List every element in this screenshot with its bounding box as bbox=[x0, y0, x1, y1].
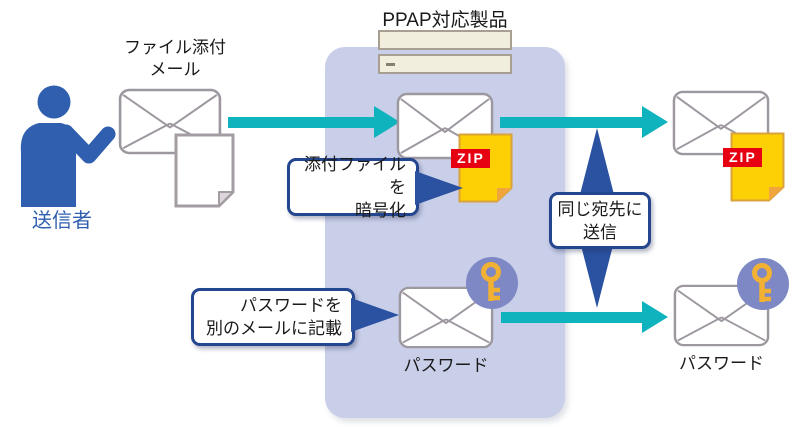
callout-password: パスワードを 別のメールに記載 bbox=[191, 288, 355, 346]
key-badge-icon bbox=[465, 256, 519, 310]
server-slab-top bbox=[378, 30, 512, 50]
attachment-document-icon bbox=[174, 133, 235, 208]
arrow-head bbox=[642, 106, 668, 138]
server-appliance-icon bbox=[378, 30, 512, 74]
server-slab-bottom bbox=[378, 54, 512, 74]
arrow-head bbox=[642, 301, 668, 333]
attachment-mail-label-line2: メール bbox=[149, 60, 201, 79]
arrow-head bbox=[374, 106, 400, 138]
attachment-mail-label-line1: ファイル添付 bbox=[124, 38, 226, 57]
zip-file-icon: ZIP bbox=[451, 133, 513, 203]
callout-password-line1: パスワードを bbox=[240, 296, 342, 315]
callout-same-destination-line2: 送信 bbox=[583, 222, 617, 242]
flow-arrow-sender-to-product bbox=[228, 106, 400, 139]
arrow-shaft bbox=[500, 117, 644, 128]
flow-arrow-password-to-recipient bbox=[501, 301, 668, 334]
recipient-key-badge-icon bbox=[736, 257, 790, 311]
diagram-title: PPAP対応製品 bbox=[382, 10, 508, 31]
flow-arrow-zip-to-recipient bbox=[500, 106, 668, 139]
callout-encrypt-pointer-icon bbox=[415, 171, 463, 205]
password-label-product: パスワード bbox=[403, 356, 489, 375]
callout-encrypt: 添付ファイルを 暗号化 bbox=[287, 155, 419, 220]
callout-same-destination-line1: 同じ宛先に bbox=[557, 199, 643, 219]
callout-password-line2: 別のメールに記載 bbox=[206, 319, 342, 338]
callout-password-pointer-icon bbox=[351, 298, 399, 332]
server-led-dash bbox=[386, 63, 395, 66]
recipient-zip-file-icon: ZIP bbox=[723, 132, 785, 202]
password-envelope-icon bbox=[398, 286, 494, 349]
sender-label: 送信者 bbox=[32, 210, 92, 232]
callout-same-destination: 同じ宛先に 送信 bbox=[549, 192, 651, 249]
arrow-shaft bbox=[501, 312, 644, 323]
callout-encrypt-line2: 暗号化 bbox=[355, 200, 406, 220]
zip-badge: ZIP bbox=[451, 149, 490, 168]
attachment-mail-label: ファイル添付 メール bbox=[108, 37, 242, 81]
password-label-recipient: パスワード bbox=[679, 354, 764, 373]
sender-person-icon bbox=[6, 82, 118, 207]
recipient-zip-badge: ZIP bbox=[723, 148, 762, 167]
callout-encrypt-line1: 添付ファイルを bbox=[304, 154, 406, 197]
arrow-shaft bbox=[228, 117, 376, 128]
